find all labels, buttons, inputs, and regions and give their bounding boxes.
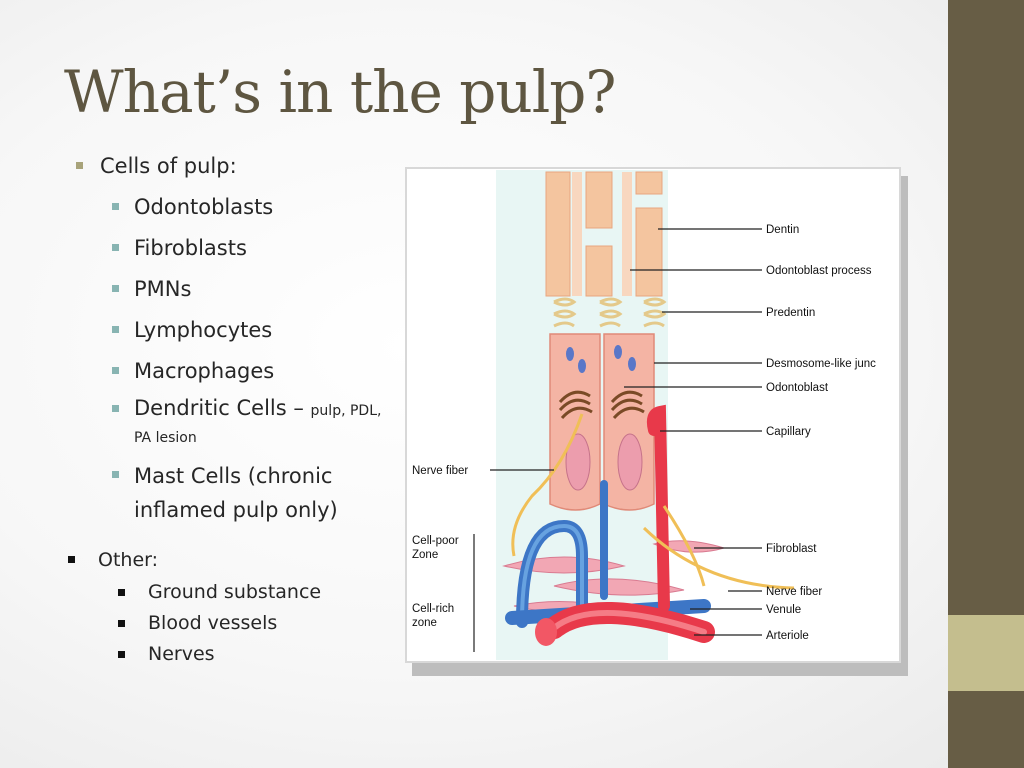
odontoblast-cells	[549, 333, 655, 511]
square-bullet-icon	[112, 405, 119, 412]
bullet-cells-of-pulp: Cells of pulp:	[66, 150, 386, 182]
label-venule: Venule	[766, 604, 801, 616]
bullet-lymphocytes: Lymphocytes	[66, 314, 386, 346]
square-bullet-icon	[112, 203, 119, 210]
square-bullet-icon	[112, 471, 119, 478]
label-cell-poor: Cell-poor	[412, 535, 459, 547]
leader-lines	[473, 228, 762, 652]
figure-labels: Dentin Odontoblast process Predentin Des…	[412, 224, 876, 642]
label-dentin: Dentin	[766, 224, 799, 236]
side-bar-accent	[948, 615, 1024, 691]
bullet-text: Nerves	[148, 643, 215, 665]
predentin-layer	[553, 297, 667, 328]
pulp-anatomy-figure: Dentin Odontoblast process Predentin Des…	[405, 167, 908, 676]
square-bullet-icon	[118, 589, 125, 596]
bullet-text: Ground substance	[148, 581, 322, 603]
label-fibroblast: Fibroblast	[766, 543, 817, 555]
bullet-text: Other:	[98, 549, 159, 571]
label-capillary: Capillary	[766, 426, 811, 438]
label-predentin: Predentin	[766, 307, 815, 319]
bullet-text: Mast Cells (chronic inflamed pulp only)	[134, 464, 338, 522]
bullet-nerves: Nerves	[66, 639, 386, 670]
square-bullet-icon	[112, 326, 119, 333]
bullet-ground-substance: Ground substance	[66, 577, 386, 608]
bullet-macrophages: Macrophages	[66, 355, 386, 387]
label-arteriole: Arteriole	[766, 630, 809, 642]
bullet-text: Cells of pulp:	[100, 154, 237, 178]
label-cell-rich: Cell-rich	[412, 603, 454, 615]
nerve-fibers	[511, 413, 795, 590]
square-bullet-icon	[118, 651, 125, 658]
blood-vessels	[505, 404, 715, 646]
label-nerve-fiber-right: Nerve fiber	[766, 586, 822, 598]
bullet-list: Cells of pulp: Odontoblasts Fibroblasts …	[66, 150, 386, 670]
square-bullet-icon	[118, 620, 125, 627]
label-nerve-fiber-left: Nerve fiber	[412, 465, 468, 477]
bullet-text: Macrophages	[134, 359, 275, 383]
bullet-text: Fibroblasts	[134, 236, 247, 260]
bullet-text: Odontoblasts	[134, 195, 274, 219]
bullet-text: Blood vessels	[148, 612, 278, 634]
bullet-odontoblasts: Odontoblasts	[66, 191, 386, 223]
label-odontoblast: Odontoblast	[766, 382, 829, 394]
bullet-blood-vessels: Blood vessels	[66, 608, 386, 639]
bullet-dendritic-cells: Dendritic Cells – pulp, PDL, PA lesion	[66, 396, 386, 450]
bullet-text: Dendritic Cells –	[134, 396, 304, 420]
bullet-fibroblasts: Fibroblasts	[66, 232, 386, 264]
square-bullet-icon	[76, 162, 83, 169]
slide-title: What’s in the pulp?	[64, 58, 617, 126]
label-cell-rich-zone: zone	[412, 617, 437, 629]
bullet-mast-cells: Mast Cells (chronic inflamed pulp only)	[66, 459, 386, 527]
square-bullet-icon	[68, 556, 75, 563]
bullet-pmns: PMNs	[66, 273, 386, 305]
bullet-text: Lymphocytes	[134, 318, 273, 342]
square-bullet-icon	[112, 244, 119, 251]
label-desmosome-junction: Desmosome-like junc	[766, 358, 876, 370]
square-bullet-icon	[112, 285, 119, 292]
bullet-other: Other:	[66, 545, 386, 575]
bullet-text: PMNs	[134, 277, 192, 301]
square-bullet-icon	[112, 367, 119, 374]
bullet-note: pulp, PDL, PA lesion	[134, 403, 382, 446]
dentin-layer	[545, 171, 663, 297]
label-cell-poor-zone: Zone	[412, 549, 438, 561]
label-odontoblast-process: Odontoblast process	[766, 265, 872, 277]
